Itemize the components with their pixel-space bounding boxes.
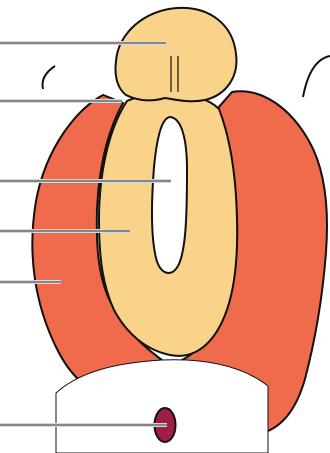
- left-top-side-line: [43, 66, 56, 89]
- central-opening: [152, 117, 187, 273]
- right-top-side-line: [303, 56, 330, 97]
- glans: [115, 8, 236, 101]
